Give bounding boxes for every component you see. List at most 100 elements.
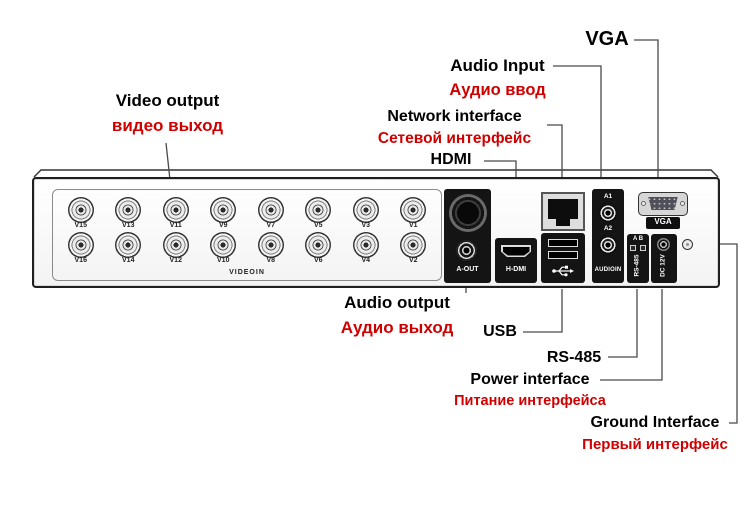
hdmi-port — [501, 245, 531, 257]
rs485-port-label: RS-485 — [633, 254, 641, 277]
vga-port — [638, 192, 688, 216]
bnc-rings-icon — [115, 197, 142, 223]
bnc-connector: V2 — [390, 232, 438, 267]
vga-port-label: VGA — [646, 217, 680, 229]
bnc-port-label: V12 — [169, 257, 182, 264]
bnc-rings-icon — [305, 232, 332, 258]
ethernet-port-opening — [548, 199, 578, 219]
callout-power-en: Power interface — [470, 371, 590, 388]
bnc-port-label: V11 — [169, 222, 182, 229]
hdmi-block — [495, 238, 537, 283]
bnc-rings-icon — [67, 232, 94, 258]
dc12v-port-label: DC 12V — [659, 254, 667, 277]
bnc-rings-icon — [305, 197, 332, 223]
bnc-connector: V13 — [105, 197, 153, 232]
videoin-label: VIDEOIN — [229, 269, 265, 276]
bnc-connector: V7 — [247, 197, 295, 232]
bnc-port-label: V3 — [361, 222, 371, 229]
callout-power: Power interface Питание интерфейса — [447, 370, 613, 410]
bnc-rings-icon — [352, 197, 379, 223]
rs485-leader-line — [608, 289, 638, 358]
callout-audio-output-en: Audio output — [344, 293, 450, 312]
callout-hdmi: HDMI — [420, 150, 482, 170]
callout-ground: Ground Interface Первый интерфейс — [580, 413, 730, 455]
callout-audio-input: Audio Input Аудио ввод — [415, 55, 580, 101]
bnc-rings-icon — [257, 232, 284, 258]
bnc-port-label: V15 — [74, 222, 87, 229]
bnc-connector: V12 — [152, 232, 200, 267]
dc-power-jack — [657, 238, 670, 251]
vga-leader-line — [634, 39, 659, 192]
bnc-port-label: V7 — [266, 222, 276, 229]
bnc-connector: V6 — [295, 232, 343, 267]
bnc-connector: V5 — [295, 197, 343, 232]
bnc-connector: V9 — [200, 197, 248, 232]
callout-vga: VGA — [578, 27, 636, 52]
bnc-port-label: V2 — [408, 257, 418, 264]
bnc-port-label: V5 — [313, 222, 323, 229]
callout-usb-en: USB — [483, 323, 517, 340]
callout-ground-en: Ground Interface — [590, 414, 720, 431]
audio-out-port-label: A-OUT — [456, 266, 479, 273]
audio-out-rca-connector — [456, 240, 477, 261]
bnc-connector: V15 — [57, 197, 105, 232]
callout-rs485-en: RS-485 — [546, 349, 602, 366]
callout-audio-output: Audio output Аудио выход — [312, 292, 482, 339]
bnc-rings-icon — [67, 197, 94, 223]
audio-in-rca-1 — [598, 203, 618, 223]
bnc-port-label: V8 — [266, 257, 276, 264]
rs485-ab-label: A B — [632, 236, 644, 242]
callout-video-output-ru: видео выход — [111, 116, 224, 136]
bnc-connector: V4 — [342, 232, 390, 267]
bnc-port-label: V14 — [122, 257, 135, 264]
bnc-port-label: V6 — [313, 257, 323, 264]
bnc-connector: V3 — [342, 197, 390, 232]
rs485-terminal-a — [630, 245, 636, 251]
bnc-rings-icon — [352, 232, 379, 258]
bnc-rings-icon — [210, 197, 237, 223]
chassis-top-bevel-line — [33, 169, 719, 178]
ethernet-port-notch — [556, 219, 570, 226]
callout-usb: USB — [478, 322, 522, 342]
usb-symbol-icon — [552, 265, 574, 277]
bnc-rings-icon — [400, 197, 427, 223]
callout-power-ru: Питание интерфейса — [454, 393, 606, 409]
callout-network-ru: Сетевой интерфейс — [377, 130, 532, 147]
bnc-port-label: V9 — [218, 222, 228, 229]
audio-out-big-connector — [449, 194, 487, 232]
rs485-terminal-b — [640, 245, 646, 251]
audio-in-port-label: AUDIOIN — [594, 267, 622, 273]
callout-hdmi-en: HDMI — [430, 151, 472, 168]
bnc-rings-icon — [162, 232, 189, 258]
bnc-port-label: V10 — [217, 257, 230, 264]
bnc-port-label: V4 — [361, 257, 371, 264]
ground-screw — [682, 239, 693, 250]
bnc-rings-icon — [210, 232, 237, 258]
callout-video-output: Video output видео выход — [80, 90, 255, 137]
audio-in-a1-label: A1 — [603, 193, 613, 200]
bnc-connector: V10 — [200, 232, 248, 267]
bnc-port-label: V13 — [122, 222, 135, 229]
video-output-leader-line — [165, 142, 171, 181]
usb-leader-line — [523, 289, 563, 333]
bnc-port-label: V1 — [408, 222, 418, 229]
usb-port-1 — [548, 239, 578, 247]
callout-network: Network interface Сетевой интерфейс — [352, 107, 557, 148]
hdmi-port-label: H-DMI — [505, 266, 527, 273]
audio-in-rca-2 — [598, 235, 618, 255]
bnc-connector: V16 — [57, 232, 105, 267]
vga-screw-right — [680, 201, 685, 206]
videoin-plate: V15 V13 V11 V9 V7 V5 V3 V1 V16 V14 V12 V… — [52, 189, 442, 281]
vga-screw-left — [641, 201, 646, 206]
bnc-connector: V1 — [390, 197, 438, 232]
bnc-connector: V8 — [247, 232, 295, 267]
callout-video-output-en: Video output — [115, 91, 220, 110]
audio-in-a2-label: A2 — [603, 225, 613, 232]
usb-port-2 — [548, 251, 578, 259]
callout-rs485: RS-485 — [540, 348, 608, 368]
callout-ground-ru: Первый интерфейс — [582, 436, 728, 453]
bnc-port-label: V16 — [74, 257, 87, 264]
callout-vga-en: VGA — [585, 28, 629, 50]
bnc-rings-icon — [257, 197, 284, 223]
